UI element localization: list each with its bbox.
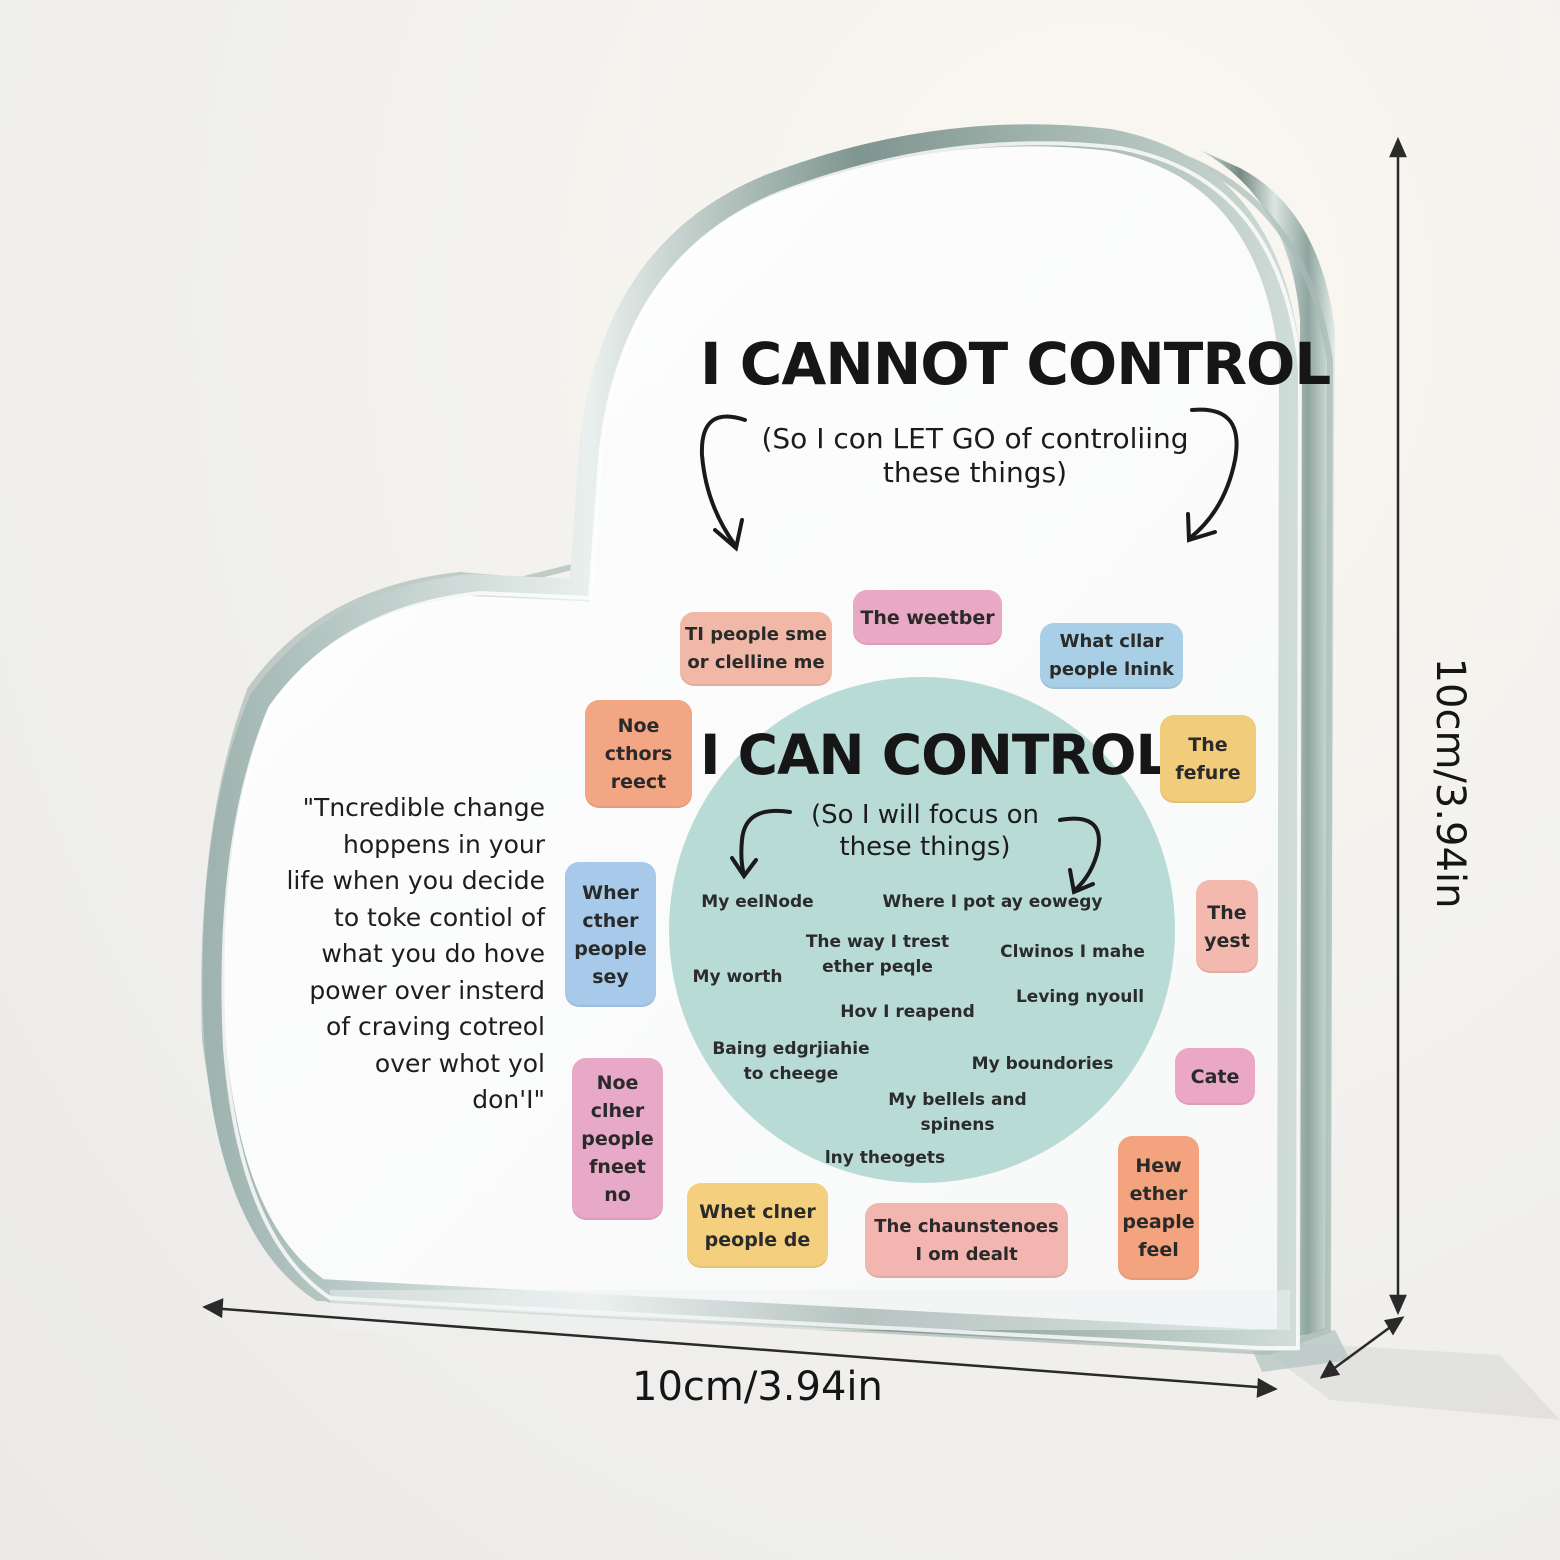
tag-circumstances: The chaunstenoes I om dealt xyxy=(865,1203,1068,1278)
tag-other-people-treat: Noe clher people fneet no xyxy=(572,1058,663,1220)
dimension-height-label: 10cm/3.94in xyxy=(1427,657,1473,909)
control-circle xyxy=(669,677,1175,1183)
tag-people-see: TI people sme or clelline me xyxy=(680,612,832,686)
dimension-height-line xyxy=(1389,136,1407,1316)
inner-boundaries: My boundories xyxy=(971,1054,1114,1074)
inner-beliefs: My bellels and spinens xyxy=(888,1090,1027,1135)
tag-other-people-feel: Hew ether peaple feel xyxy=(1118,1136,1199,1280)
inner-attitude: My eelNode xyxy=(701,892,814,912)
tag-what-others-do: Whet clner people de xyxy=(687,1183,828,1268)
dimension-width-label: 10cm/3.94in xyxy=(632,1364,883,1410)
tag-weather: The weetber xyxy=(853,590,1002,645)
cannot-control-heading: I CANNOT CONTROL xyxy=(700,330,1331,398)
inner-treat-others: The way I trest ether peqle xyxy=(805,932,950,977)
tag-past: The yest xyxy=(1196,880,1258,973)
tag-other-people-think: What cllar people lnink xyxy=(1040,623,1183,689)
arrow-right-inner-icon xyxy=(1058,816,1101,895)
arrow-left-inner-icon xyxy=(730,808,792,880)
can-control-subtitle: (So I will focus on these things) xyxy=(811,800,1039,862)
tag-other-people-say: Wher cther people sey xyxy=(565,862,656,1007)
cannot-control-subtitle: (So I con LET GO of controliing these th… xyxy=(761,422,1189,490)
dimension-width-line xyxy=(202,1298,1405,1398)
tag-others-react: Noe cthors reect xyxy=(585,700,692,808)
arrow-left-top-icon xyxy=(699,414,747,552)
arrow-right-top-icon xyxy=(1186,407,1239,543)
tag-cate: Cate xyxy=(1175,1048,1255,1105)
tag-future: The fefure xyxy=(1160,715,1256,803)
inner-respond: Hov I reapend xyxy=(840,1002,975,1022)
inner-adaptable: Baing edgrjiahie to cheege xyxy=(712,1039,870,1084)
quote-text: "Tncredible change hoppens in your life … xyxy=(286,793,545,1114)
can-control-heading: I CAN CONTROL xyxy=(700,723,1171,787)
inner-choices: Clwinos I mahe xyxy=(1000,942,1145,962)
inner-thoughts: lny theogets xyxy=(824,1148,946,1168)
inner-loving-myself: Leving nyoull xyxy=(1015,987,1145,1007)
inner-worth: My worth xyxy=(692,967,783,987)
inner-energy: Where I pot ay eowegy xyxy=(882,892,1103,912)
